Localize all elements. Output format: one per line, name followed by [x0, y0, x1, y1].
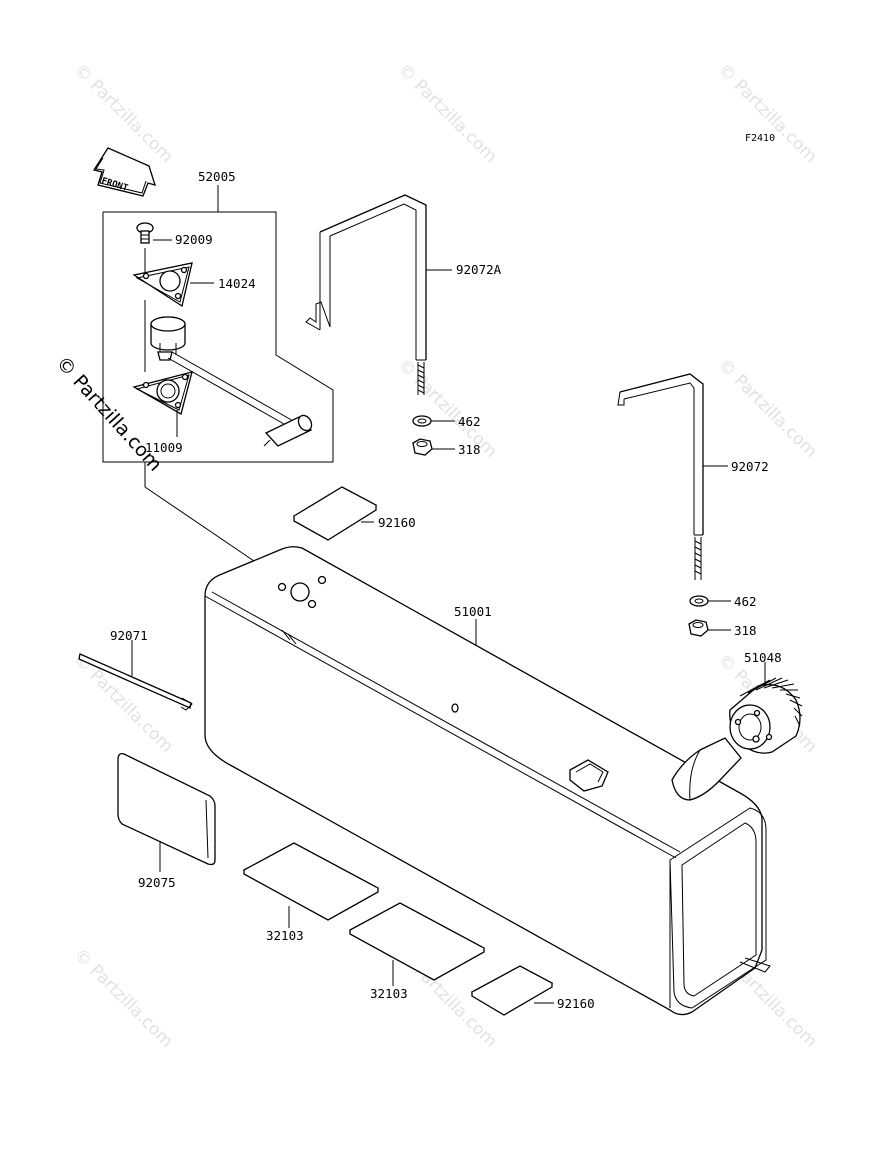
- plate-icon: [132, 371, 193, 415]
- part-label-92009[interactable]: 92009: [175, 232, 213, 247]
- sender-assembly-group: 52005 92009 14024: [102, 169, 334, 581]
- part-label-462-a[interactable]: 462: [458, 414, 481, 429]
- pad-bottom-2-icon: [348, 902, 486, 981]
- nut-a-icon: [412, 438, 433, 456]
- front-arrow-icon: FRONT: [92, 147, 156, 197]
- fuel-cap-icon: [729, 677, 803, 754]
- part-label-14024[interactable]: 14024: [218, 276, 256, 291]
- tank-band-a-icon: 92072A: [305, 194, 502, 395]
- part-label-92072A[interactable]: 92072A: [456, 262, 502, 277]
- part-label-92160-bottom[interactable]: 92160: [557, 996, 595, 1011]
- fuel-sender-icon: [150, 316, 313, 447]
- tank-band-icon: 92072: [617, 373, 769, 580]
- pad-top-icon: [292, 486, 378, 541]
- part-label-51001[interactable]: 51001: [454, 604, 492, 619]
- pad-side-icon: [117, 752, 216, 866]
- gasket-icon: [132, 262, 193, 308]
- washer-a-icon: [412, 415, 432, 427]
- part-label-92160-top[interactable]: 92160: [378, 515, 416, 530]
- part-label-32103-1[interactable]: 32103: [266, 928, 304, 943]
- part-label-92075[interactable]: 92075: [138, 875, 176, 890]
- part-label-11009[interactable]: 11009: [145, 440, 183, 455]
- part-label-52005[interactable]: 52005: [198, 169, 236, 184]
- figure-code: F2410: [745, 133, 775, 144]
- part-label-51048[interactable]: 51048: [744, 650, 782, 665]
- part-label-92072[interactable]: 92072: [731, 459, 769, 474]
- part-label-462-b[interactable]: 462: [734, 594, 757, 609]
- pad-bottom-1-icon: [242, 842, 380, 921]
- washer-b-icon: [689, 595, 709, 607]
- part-label-318-a[interactable]: 318: [458, 442, 481, 457]
- part-label-92071[interactable]: 92071: [110, 628, 148, 643]
- fuel-tank-icon: 51001: [204, 546, 771, 1016]
- strap-icon: [78, 653, 193, 711]
- nut-b-icon: [688, 619, 709, 637]
- part-label-318-b[interactable]: 318: [734, 623, 757, 638]
- pad-bottom-3-icon: [470, 965, 554, 1016]
- part-label-32103-2[interactable]: 32103: [370, 986, 408, 1001]
- bolt-icon: [136, 222, 154, 244]
